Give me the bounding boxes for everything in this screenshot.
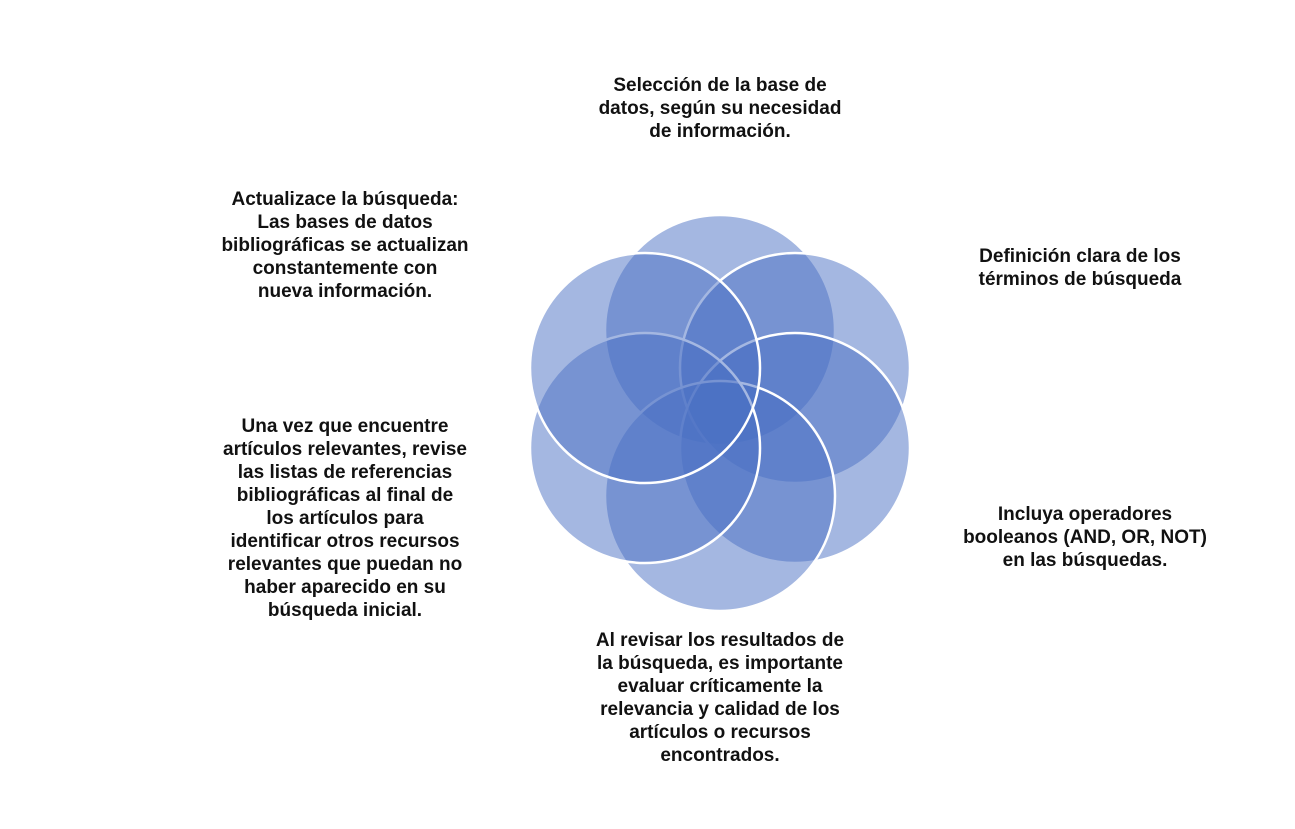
step-label-reference-lists: Una vez que encuentre artículos relevant…	[185, 415, 505, 622]
petal-6	[528, 251, 762, 485]
step-2-line-1: Definición clara de los	[979, 246, 1181, 267]
step-1-line-3: de información.	[649, 121, 791, 142]
step-1-line-1: Selección de la base de	[613, 75, 827, 96]
step-5-line-5: los artículos para	[266, 508, 424, 529]
step-3-line-3: en las búsquedas.	[1002, 550, 1168, 571]
step-4-line-3: evaluar críticamente la	[617, 676, 823, 697]
step-6-line-2: Las bases de datos	[257, 212, 433, 233]
step-4-line-4: relevancia y calidad de los	[600, 699, 840, 720]
step-4-line-5: artículos o recursos	[629, 722, 811, 743]
step-4-line-6: encontrados.	[660, 745, 780, 766]
step-5-line-3: las listas de referencias	[237, 462, 453, 483]
step-4-line-1: Al revisar los resultados de	[595, 630, 845, 651]
step-5-line-9: búsqueda inicial.	[267, 600, 423, 621]
step-3-line-1: Incluya operadores	[997, 504, 1173, 525]
step-label-database-selection: Selección de la base de datos, según su …	[570, 74, 870, 143]
step-5-line-2: artículos relevantes, revise	[223, 439, 467, 460]
step-5-line-6: identificar otros recursos	[230, 531, 460, 552]
step-5-line-4: bibliográficas al final de	[236, 485, 454, 506]
step-label-evaluate-results: Al revisar los resultados de la búsqueda…	[560, 629, 880, 767]
step-6-line-5: nueva información.	[257, 281, 433, 302]
step-2-line-2: términos de búsqueda	[978, 269, 1182, 290]
step-5-line-1: Una vez que encuentre	[241, 416, 449, 437]
step-5-line-8: haber aparecido en su	[244, 577, 446, 598]
step-6-line-3: bibliográficas se actualizan	[221, 235, 469, 256]
step-1-line-2: datos, según su necesidad	[598, 98, 842, 119]
step-6-line-1: Actualizace la búsqueda:	[231, 189, 459, 210]
step-label-update-search: Actualizace la búsqueda: Las bases de da…	[190, 188, 500, 303]
step-6-line-4: constantemente con	[252, 258, 438, 279]
step-5-line-7: relevantes que puedan no	[227, 554, 463, 575]
step-label-boolean-operators: Incluya operadores booleanos (AND, OR, N…	[925, 503, 1245, 572]
step-3-line-2: booleanos (AND, OR, NOT)	[963, 527, 1207, 548]
step-4-line-2: la búsqueda, es importante	[597, 653, 843, 674]
step-label-search-terms: Definición clara de los términos de búsq…	[925, 245, 1235, 291]
